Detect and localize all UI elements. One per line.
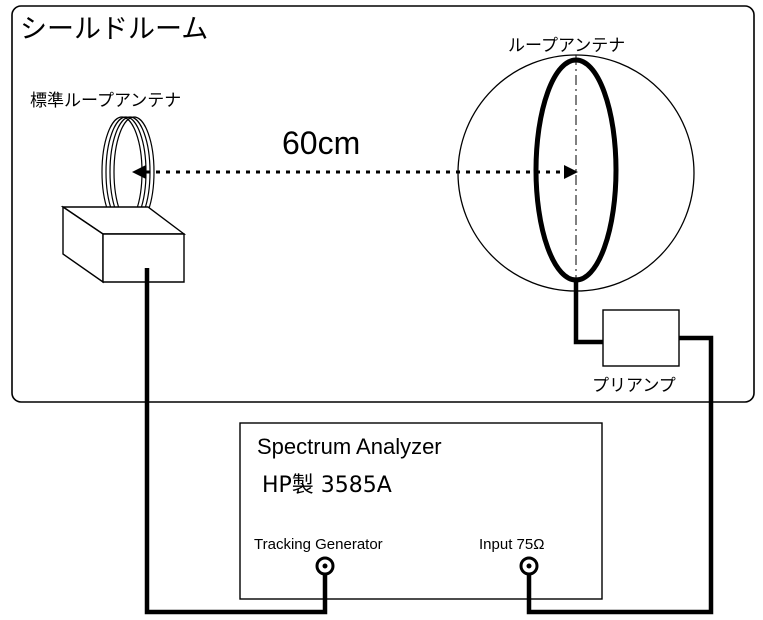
analyzer-model: HP製 3585A — [262, 473, 392, 498]
shield-room-label: シールドルーム — [20, 14, 208, 45]
loop-antenna-label: ループアンテナ — [508, 36, 625, 56]
loop-antenna-coil — [533, 57, 619, 283]
input-port-label: Input 75Ω — [479, 536, 544, 553]
cable-loop-antenna-to-preamp — [573, 281, 603, 345]
distance-label: 60cm — [282, 125, 360, 161]
preamp-box — [602, 309, 680, 367]
tracking-generator-connector — [315, 556, 335, 576]
shield-room-boundary — [11, 5, 755, 403]
antenna-base-block — [60, 205, 187, 284]
preamp-label: プリアンプ — [592, 376, 676, 396]
cable-preamp-to-analyzer-input — [526, 335, 714, 615]
cable-standard-antenna-to-tracking-generator — [144, 268, 328, 615]
standard-loop-antenna-label: 標準ループアンテナ — [30, 91, 181, 111]
spectrum-analyzer-box — [239, 422, 603, 600]
analyzer-title: Spectrum Analyzer — [257, 434, 442, 459]
input-connector — [519, 556, 539, 576]
distance-arrow — [132, 165, 578, 179]
tracking-generator-port-label: Tracking Generator — [254, 536, 383, 553]
